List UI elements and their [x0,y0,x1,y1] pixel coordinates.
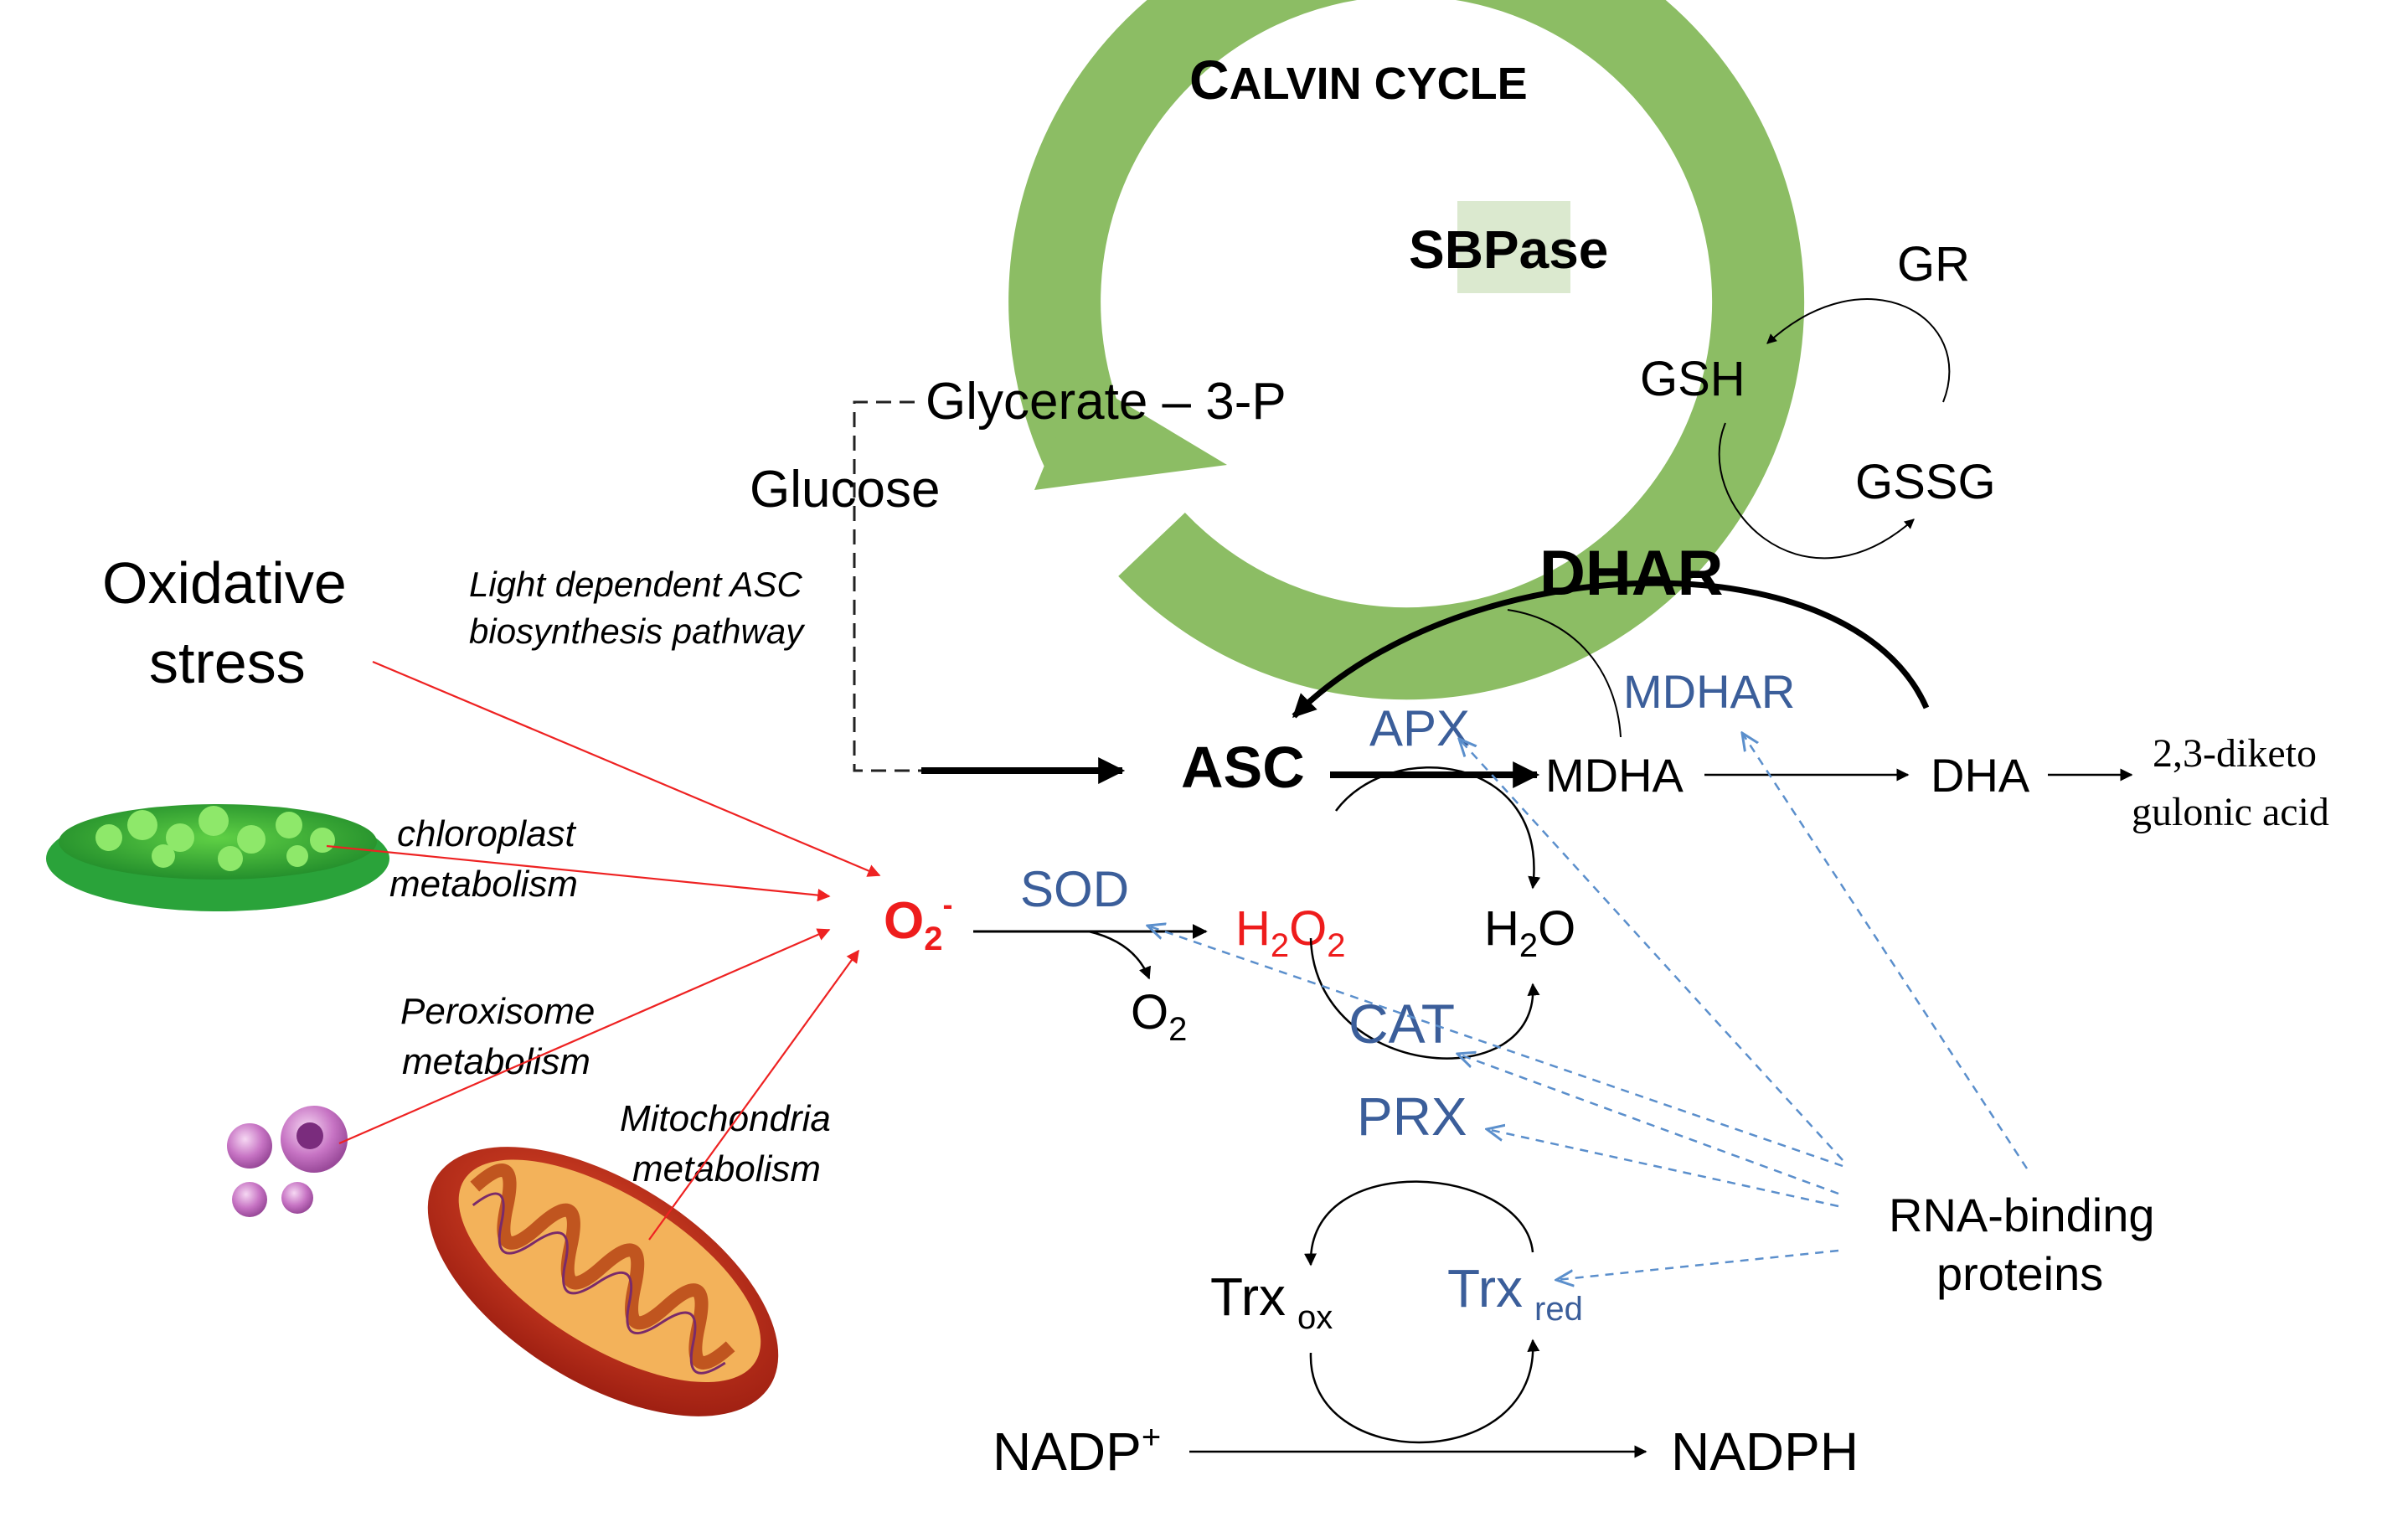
o2-branch-arrow [1088,930,1152,980]
calvin-ring-arc [1008,0,1805,700]
oxidative-stress-line2: stress [149,630,306,695]
oxidative-stress-line1: Oxidative [102,550,347,616]
chloroplast-label-line2: metabolism [389,864,578,905]
diketo-label-line2: gulonic acid [2132,790,2329,834]
rna-binding-regulation-arrows [1147,733,2029,1280]
mdhar-label: MDHAR [1623,665,1795,718]
chloroplast-label-line1: chloroplast [397,813,577,854]
apx-label: APX [1369,700,1470,756]
nadph-label: NADPH [1671,1421,1859,1482]
sod-label: SOD [1020,861,1129,917]
calvin-cycle-title: CALVIN CYCLE [1189,49,1528,111]
gssg-to-gsh-arrow [1766,298,1951,403]
ros-source-arrows [326,660,881,1241]
cat-arc-arrow [1309,937,1540,1060]
h2o2-label: H2O2 [1235,901,1346,964]
chloroplast-icon [46,804,389,911]
dhar-arc-arrow [1292,580,1930,719]
mitochondria-icon [427,1147,779,1416]
trx-reduction-arc [1309,1339,1540,1444]
dhar-label: DHAR [1539,538,1724,609]
diketo-label-line1: 2,3-diketo [2153,731,2317,776]
pathway-label-line2: biosynthesis pathway [469,611,806,651]
sbpase-label: SBPase [1409,219,1608,280]
glucose-label: Glucose [750,461,940,519]
gr-label: GR [1897,237,1970,292]
asc-label: ASC [1181,735,1305,800]
rna-binding-label-line2: proteins [1936,1247,2103,1300]
apx-arc-arrow [1334,766,1541,890]
mitochondria-label-line1: Mitochondria [620,1098,831,1139]
gssg-label: GSSG [1855,455,1996,509]
calvin-cycle-ring [1008,0,1805,700]
prx-arc-arrow [1304,1180,1534,1267]
cat-label: CAT [1348,993,1455,1055]
glycerate-label: Glycerate – 3-P [926,373,1287,431]
glucose-dashed-line [853,400,921,772]
mitochondria-label-line2: metabolism [632,1148,821,1189]
h2o-label: H2O [1484,901,1575,964]
o2-label: O2 [1131,985,1187,1048]
gsh-label: GSH [1640,352,1745,406]
dha-label: DHA [1931,749,2030,802]
pathway-label-line1: Light dependent ASC [469,565,802,604]
sbpase-highlight [1457,201,1570,293]
prx-label: PRX [1357,1086,1467,1147]
rna-binding-label-line1: RNA-binding [1889,1189,2155,1241]
superoxide-label: O2- [884,887,952,957]
peroxisome-label-line1: Peroxisome [400,991,595,1032]
peroxisome-icon [227,1106,348,1217]
peroxisome-label-line2: metabolism [402,1041,590,1082]
calvin-ring-arrowhead [1034,377,1227,490]
mdha-label: MDHA [1545,749,1684,802]
mdhar-arc [1507,609,1622,738]
gsh-to-gssg-arrow [1718,422,1915,560]
nadp-label: NADP+ [993,1419,1161,1482]
